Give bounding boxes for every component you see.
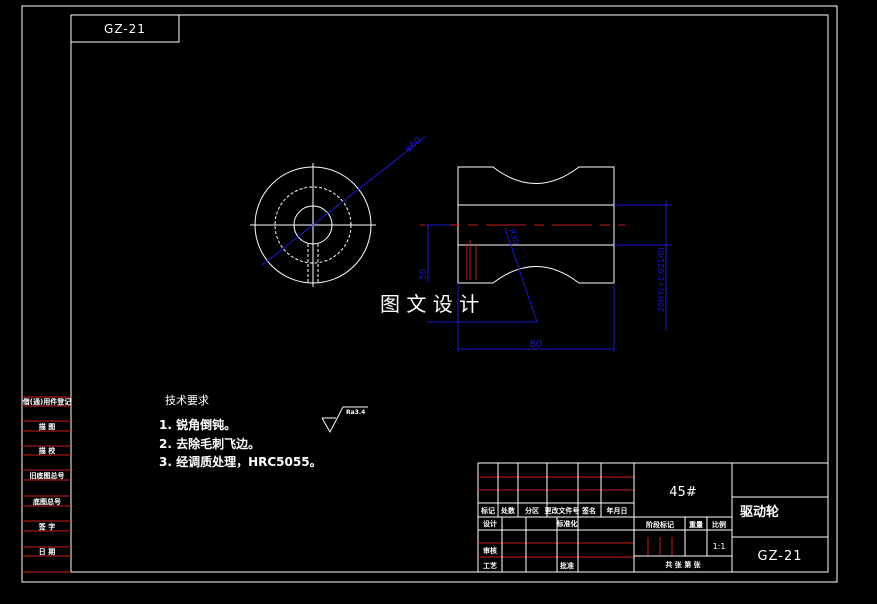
title-block: 标记 处数 分区 更改文件号 签名 年月日 设计 标准化 审核 工艺 批准 45… (477, 462, 829, 573)
watermark: 图 文 设 计 (380, 292, 479, 316)
radius-dim: R30 (507, 228, 520, 246)
drawing-no: GZ-21 (758, 549, 803, 564)
roughness-symbol (321, 406, 368, 434)
header-label: 年月日 (607, 506, 628, 515)
end-view: φ60 (250, 136, 426, 287)
left-strip: 借(通)用件登记 描 图 描 校 旧底图总号 底图总号 签 字 日 期 (22, 396, 71, 573)
strip-label: 借(通)用件登记 (22, 397, 71, 406)
sheets-label: 共 张 第 张 (665, 560, 701, 569)
tech-title: 技术要求 (165, 394, 209, 407)
strip-label: 日 期 (39, 547, 55, 556)
design-label: 设计 (483, 519, 497, 528)
part-name: 驱动轮 (740, 504, 779, 520)
diameter-dim: φ60 (404, 136, 424, 155)
review-label: 审核 (483, 546, 497, 555)
header-label: 更改文件号 (545, 506, 580, 515)
process-label: 工艺 (483, 561, 497, 570)
bore-dim: 20H7(+0.021/0) (657, 247, 666, 312)
section-view: 20H7(+0.021/0) 80 50 R30 (419, 166, 672, 352)
height-dim: 50 (419, 268, 429, 280)
strip-label: 描 校 (39, 446, 56, 455)
header-label: 分区 (525, 506, 539, 515)
roughness-value: Ra3.4 (346, 409, 365, 416)
inner-frame (70, 14, 829, 573)
strip-label: 描 图 (39, 422, 55, 431)
header-label: 签名 (581, 506, 596, 515)
material: 45# (669, 485, 696, 500)
stage-mark-label: 阶段标记 (646, 520, 674, 529)
tech-item: 3. 经调质处理，HRC5055。 (159, 454, 322, 469)
outer-border (21, 5, 838, 583)
weight-label: 重量 (689, 520, 703, 529)
approve-label: 批准 (560, 561, 574, 570)
scale-value: 1:1 (713, 542, 726, 551)
strip-label: 底图总号 (33, 497, 61, 506)
scale-label: 比例 (712, 520, 726, 529)
header-label: 标记 (480, 506, 495, 515)
tech-item: 1. 锐角倒钝。 (159, 417, 236, 432)
tech-item: 2. 去除毛刺飞边。 (159, 436, 260, 451)
strip-label: 旧底图总号 (30, 471, 65, 480)
strip-label: 签 字 (38, 522, 55, 531)
standardize-label: 标准化 (556, 519, 578, 528)
length-dim: 80 (530, 339, 543, 350)
drawing-number-tag: GZ-21 (104, 22, 146, 36)
drawing-number-box (70, 14, 180, 43)
header-label: 处数 (500, 506, 516, 515)
